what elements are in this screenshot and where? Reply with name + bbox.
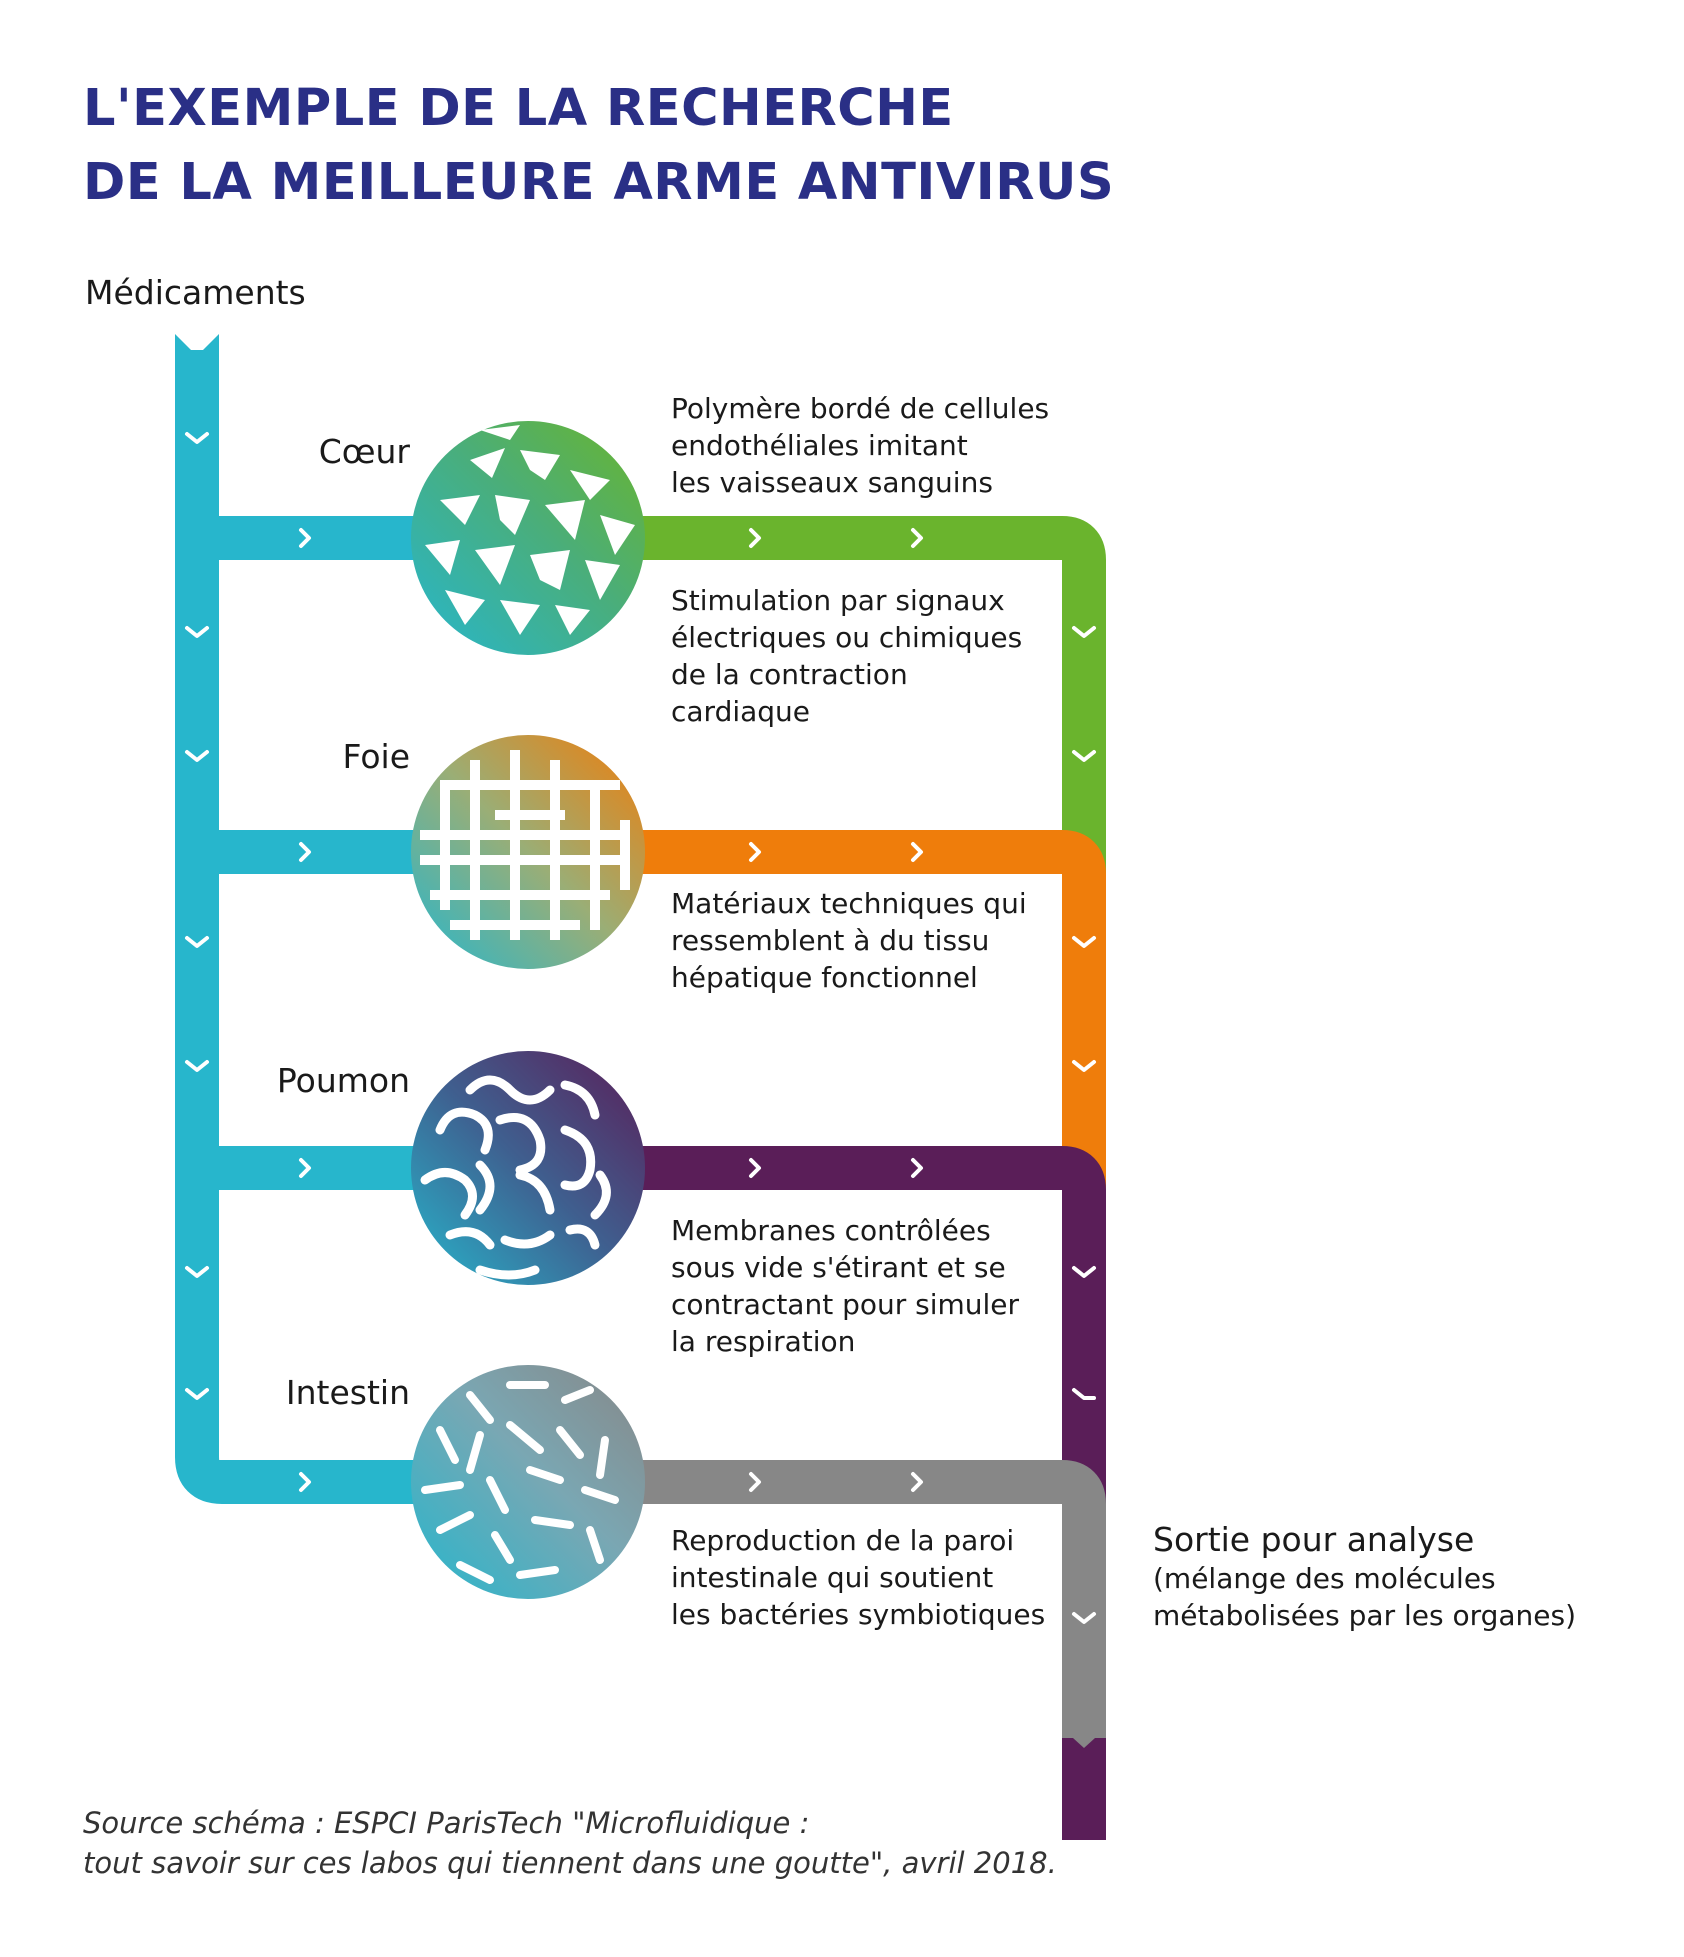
heart-description-2: Stimulation par signaux électriques ou c… — [671, 582, 1022, 730]
output-arrow-tip — [1062, 1720, 1106, 1748]
chevron-right-icon — [749, 1158, 761, 1178]
text-line: endothéliales imitant — [671, 429, 968, 462]
text-line: la respiration — [671, 1325, 856, 1358]
exit-line-3: métabolisées par les organes) — [1153, 1599, 1577, 1632]
chevron-down-icon — [185, 626, 209, 638]
lung-output-channel — [630, 1146, 1106, 1840]
chevron-right-icon — [299, 528, 311, 548]
chevron-right-icon — [911, 1158, 923, 1178]
chevron-down-icon — [1072, 1266, 1096, 1278]
text-line: ressemblent à du tissu — [671, 924, 990, 957]
chevron-right-icon — [911, 528, 923, 548]
text-line: hépatique fonctionnel — [671, 961, 978, 994]
text-line: de la contraction — [671, 658, 908, 691]
lung-description: Membranes contrôlées sous vide s'étirant… — [671, 1212, 1019, 1360]
chevron-down-icon — [1072, 626, 1096, 638]
heart-output-channel — [630, 516, 1106, 1840]
organ-label-liver: Foie — [342, 737, 410, 776]
lung-tissue-icon — [411, 1051, 645, 1285]
chevron-down-icon — [185, 936, 209, 948]
chevron-right-icon — [299, 842, 311, 862]
source-line-2: tout savoir sur ces labos qui tiennent d… — [83, 1846, 1057, 1880]
text-line: sous vide s'étirant et se — [671, 1251, 1006, 1284]
chevron-down-icon — [185, 1266, 209, 1278]
text-line: les bactéries symbiotiques — [671, 1598, 1046, 1631]
chevron-down-icon — [1072, 750, 1096, 762]
chevron-right-icon — [911, 842, 923, 862]
chevron-right-icon — [299, 1158, 311, 1178]
intestine-description: Reproduction de la paroi intestinale qui… — [671, 1522, 1045, 1633]
chevron-down-icon — [1072, 1060, 1096, 1072]
chevron-down-icon — [185, 1388, 209, 1400]
exit-title: Sortie pour analyse — [1153, 1520, 1475, 1559]
text-line: Membranes contrôlées — [671, 1214, 991, 1247]
text-line: cardiaque — [671, 695, 811, 728]
exit-label: Sortie pour analyse (mélange des molécul… — [1153, 1520, 1576, 1634]
chevron-right-icon — [749, 528, 761, 548]
input-channel — [175, 350, 420, 1504]
chevron-right-icon — [299, 1472, 311, 1492]
input-label: Médicaments — [85, 273, 306, 312]
chevron-right-icon — [911, 1472, 923, 1492]
text-line: intestinale qui soutient — [671, 1561, 994, 1594]
chevron-down-icon — [1072, 1612, 1096, 1624]
chevron-right-icon — [749, 1472, 761, 1492]
flow-chevrons — [185, 432, 1096, 1624]
liver-output-channel — [630, 830, 1106, 1840]
exit-line-2: (mélange des molécules — [1153, 1562, 1496, 1595]
chevron-down-icon — [1072, 1388, 1096, 1400]
liver-tissue-icon — [411, 735, 645, 969]
text-line: Matériaux techniques qui — [671, 887, 1027, 920]
text-line: électriques ou chimiques — [671, 621, 1023, 654]
source-line-1: Source schéma : ESPCI ParisTech "Microfl… — [83, 1806, 810, 1840]
text-line: contractant pour simuler — [671, 1288, 1020, 1321]
input-arrow-tail — [175, 334, 219, 360]
text-line: Reproduction de la paroi — [671, 1524, 1015, 1557]
title-line-1: L'EXEMPLE DE LA RECHERCHE — [83, 79, 954, 138]
source-note: Source schéma : ESPCI ParisTech "Microfl… — [83, 1803, 1057, 1883]
intestine-tissue-icon — [411, 1365, 645, 1599]
text-line: Stimulation par signaux — [671, 584, 1005, 617]
organ-label-heart: Cœur — [318, 432, 410, 471]
text-line: les vaisseaux sanguins — [671, 466, 993, 499]
chevron-down-icon — [185, 750, 209, 762]
title-line-2: DE LA MEILLEURE ARME ANTIVIRUS — [83, 153, 1115, 212]
chevron-right-icon — [749, 842, 761, 862]
chevron-down-icon — [185, 1060, 209, 1072]
intestine-output-channel — [630, 1460, 1106, 1738]
text-line: Polymère bordé de cellules — [671, 392, 1050, 425]
heart-description-1: Polymère bordé de cellules endothéliales… — [671, 390, 1049, 501]
liver-description: Matériaux techniques qui ressemblent à d… — [671, 885, 1027, 996]
chevron-down-icon — [185, 432, 209, 444]
page-title: L'EXEMPLE DE LA RECHERCHE DE LA MEILLEUR… — [83, 72, 1114, 220]
chevron-down-icon — [1072, 936, 1096, 948]
organ-label-lung: Poumon — [276, 1061, 410, 1100]
heart-tissue-icon — [411, 421, 645, 655]
organ-label-intestine: Intestin — [285, 1373, 410, 1412]
